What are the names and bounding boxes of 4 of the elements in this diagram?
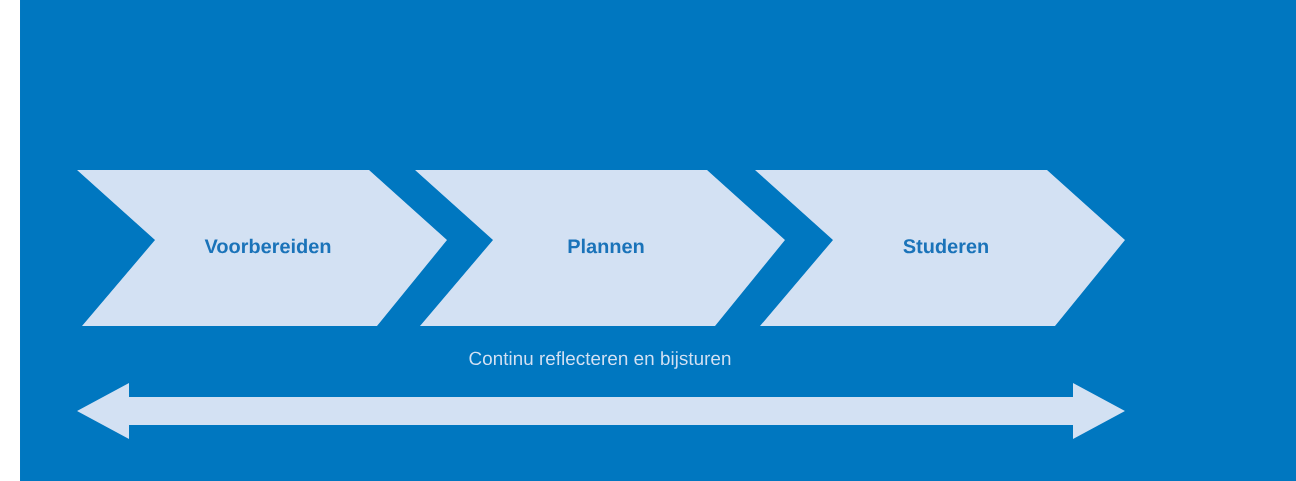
process-step: Voorbereiden [77, 170, 447, 326]
process-step: Plannen [415, 170, 785, 326]
process-step: Studeren [755, 170, 1125, 326]
caption-text: Continu reflecteren en bijsturen [469, 351, 731, 369]
